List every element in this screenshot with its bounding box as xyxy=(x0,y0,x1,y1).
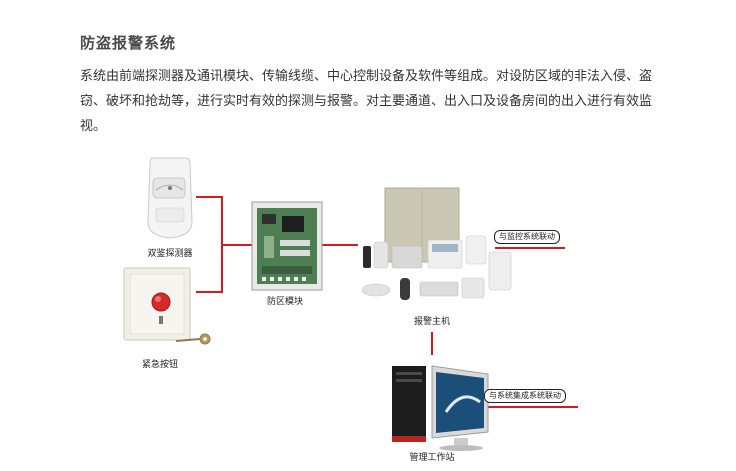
label-workstation: 管理工作站 xyxy=(409,453,455,463)
connector-detector-module xyxy=(196,196,223,293)
page-title: 防盗报警系统 xyxy=(80,34,177,52)
label-emergency-button: 紧急按钮 xyxy=(141,360,179,370)
label-detector: 双鉴探测器 xyxy=(147,249,193,259)
diagram-canvas xyxy=(123,157,578,451)
alarm-system-diagram: 双鉴探测器 紧急按钮 防区模块 报警主机 管理工作站 与监控系统联动 与系统集成… xyxy=(0,150,736,471)
circuit-board-icon xyxy=(251,201,323,291)
description-text: 系统由前端探测器及通讯模块、传输线缆、中心控制设备及软件等组成。对设防区域的非法… xyxy=(80,69,653,134)
label-zone-module: 防区模块 xyxy=(266,297,304,307)
motion-detector-icon xyxy=(147,157,193,239)
alarm-panel-icon xyxy=(361,187,512,300)
callout-cctv-linkage: 与监控系统联动 xyxy=(494,230,560,244)
computer-icon xyxy=(392,365,489,451)
label-alarm-host: 报警主机 xyxy=(413,317,451,327)
key-icon xyxy=(175,333,211,345)
emergency-button-icon xyxy=(123,267,191,341)
connector-lines xyxy=(196,196,578,408)
callout-integration-linkage: 与系统集成系统联动 xyxy=(484,389,566,403)
